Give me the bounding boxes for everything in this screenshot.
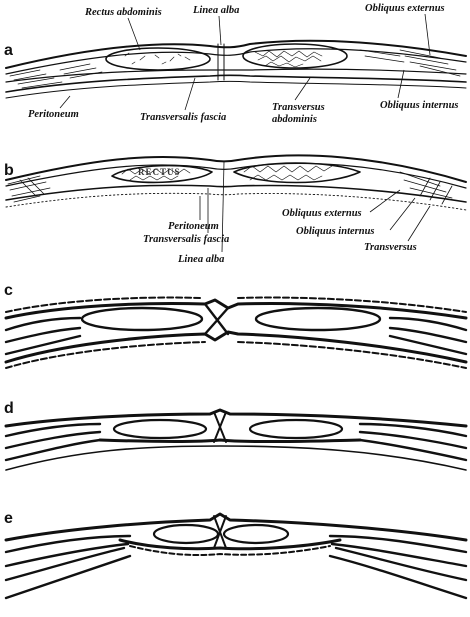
lateral-layers-right bbox=[358, 422, 468, 462]
lateral-muscle-fibers-right bbox=[399, 171, 453, 205]
leader-obliquus-externus bbox=[424, 13, 431, 56]
lateral-layers-left bbox=[4, 316, 82, 356]
rectus-texture-left bbox=[124, 52, 191, 65]
leader-rectus-abdominis bbox=[127, 17, 141, 51]
leader-peritoneum bbox=[59, 95, 71, 109]
lateral-layers-right bbox=[328, 534, 468, 600]
lateral-layers-right bbox=[388, 316, 468, 356]
leader-transversus-abdominis bbox=[294, 77, 311, 101]
anterior-sheath-line bbox=[5, 39, 467, 69]
panel-letter-e: e bbox=[4, 510, 13, 527]
rectus-texture-right bbox=[243, 165, 333, 181]
leader-linea-alba bbox=[218, 15, 222, 46]
rectus-belly-right bbox=[233, 162, 361, 184]
anterior-rectus-sheath bbox=[4, 408, 468, 428]
posterior-dashed-sheath bbox=[129, 545, 331, 557]
panel-d: d bbox=[4, 400, 468, 471]
leader-transversalis-fascia bbox=[184, 77, 196, 111]
label-transversalis-fascia: Transversalis fascia bbox=[140, 112, 226, 123]
panel-e: e bbox=[4, 510, 468, 600]
label-obliquus-externus: Obliquus externus bbox=[365, 3, 445, 14]
leader-obliquus-internus bbox=[389, 197, 416, 231]
posterior-rectus-sheath bbox=[4, 330, 468, 364]
rectus-belly-right bbox=[254, 306, 382, 332]
panel-letter-b: b bbox=[4, 162, 14, 179]
label-obliquus-internus: Obliquus internus bbox=[380, 100, 459, 111]
panel-a: a Rectus abdominis Linea alba Obliquus e… bbox=[4, 3, 467, 125]
peritoneum-dotted-line bbox=[5, 192, 467, 211]
rectus-belly-right bbox=[222, 523, 290, 545]
lateral-layers-left bbox=[4, 422, 102, 462]
transversalis-line bbox=[5, 445, 467, 471]
posterior-rectus-sheath bbox=[118, 538, 342, 551]
rectus-belly-right bbox=[248, 418, 344, 440]
external-oblique-line bbox=[5, 48, 467, 75]
linea-alba-decussation bbox=[213, 515, 227, 549]
panel-c: c bbox=[4, 282, 468, 369]
rectus-belly-left bbox=[105, 47, 211, 71]
rectus-belly-left bbox=[80, 306, 204, 332]
rectus-belly-left bbox=[112, 418, 208, 440]
leader-obliquus-internus bbox=[397, 69, 405, 99]
label-obliquus-externus: Obliquus externus bbox=[282, 208, 362, 219]
panel-letter-a: a bbox=[4, 42, 13, 59]
transversalis-line bbox=[5, 74, 467, 93]
lateral-muscle-fibers-left bbox=[9, 63, 103, 89]
label-rectus-inline: RECTUS bbox=[138, 167, 181, 177]
label-peritoneum: Peritoneum bbox=[28, 109, 79, 120]
lateral-layers-left bbox=[4, 534, 132, 600]
label-transversus: Transversus bbox=[364, 242, 417, 253]
panel-b: b RECTUS Peritoneum Transversalis fascia… bbox=[4, 154, 467, 265]
lateral-muscle-fibers-left bbox=[7, 175, 51, 203]
posterior-rectus-sheath bbox=[98, 438, 362, 443]
label-transversus-abdominis-2: abdominis bbox=[272, 114, 317, 125]
label-transversalis-fascia: Transversalis fascia bbox=[143, 234, 229, 245]
panel-letter-c: c bbox=[4, 282, 13, 299]
anterior-sheath-line bbox=[5, 154, 467, 183]
label-linea-alba: Linea alba bbox=[177, 254, 224, 265]
peritoneum-line bbox=[5, 80, 467, 99]
rectus-texture-left bbox=[121, 168, 191, 181]
rectus-belly-left bbox=[152, 523, 220, 545]
label-peritoneum: Peritoneum bbox=[168, 221, 219, 232]
external-oblique-line bbox=[5, 162, 467, 189]
label-obliquus-internus: Obliquus internus bbox=[296, 226, 375, 237]
anterior-dashed-sheath bbox=[5, 296, 467, 313]
label-rectus-abdominis: Rectus abdominis bbox=[84, 7, 162, 18]
label-linea-alba: Linea alba bbox=[192, 5, 239, 16]
rectus-texture-right bbox=[254, 50, 323, 68]
posterior-dashed-sheath bbox=[5, 341, 467, 369]
label-transversus-abdominis-1: Transversus bbox=[272, 102, 325, 113]
leader-transversus bbox=[407, 205, 431, 242]
rectus-belly-left bbox=[111, 164, 213, 184]
linea-alba-decussation bbox=[213, 411, 227, 443]
leader-linea-alba bbox=[221, 161, 225, 253]
rectus-belly-right bbox=[242, 43, 348, 69]
transversalis-line bbox=[5, 184, 467, 203]
lateral-muscle-fibers-right bbox=[359, 49, 461, 77]
linea-alba-mark bbox=[217, 43, 225, 81]
linea-alba-decussation bbox=[203, 302, 230, 336]
panel-letter-d: d bbox=[4, 400, 14, 417]
leader-obliquus-externus bbox=[369, 189, 401, 213]
